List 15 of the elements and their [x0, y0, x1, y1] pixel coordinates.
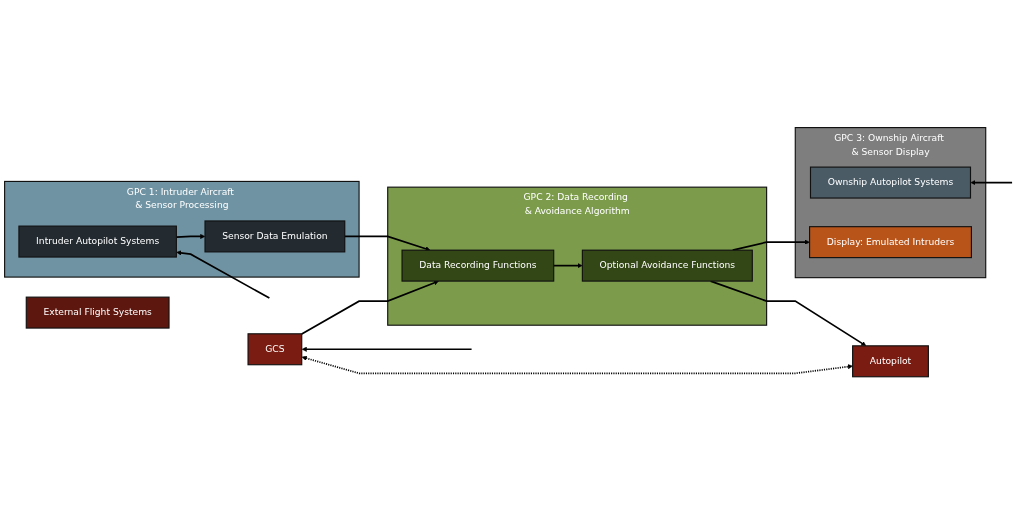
node-box: Sensor Data Emulation [204, 220, 346, 253]
node-box: External Flight Systems [25, 296, 170, 329]
node-box: Intruder Autopilot Systems [18, 225, 177, 258]
node-box: Autopilot [852, 345, 929, 378]
node-box: Optional Avoidance Functions [581, 249, 753, 282]
node-box: Ownship Autopilot Systems [809, 166, 972, 199]
node-box: GCS [247, 333, 303, 366]
arrow [301, 356, 853, 375]
arrow [731, 239, 810, 252]
arrow [970, 180, 1013, 186]
arrow [176, 250, 271, 300]
arrow [301, 347, 473, 353]
node-box: Data Recording Functions [401, 249, 555, 282]
arrow [300, 280, 439, 336]
node-box: Display: Emulated Intruders [809, 226, 972, 259]
